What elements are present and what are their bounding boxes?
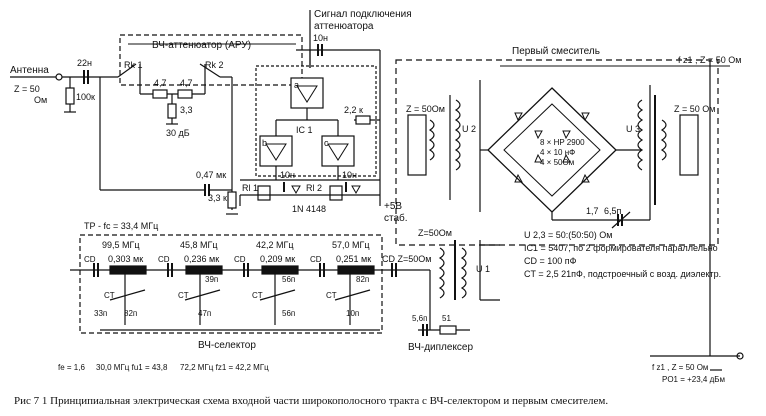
label-z50-u1: Z=50Ом: [418, 228, 452, 238]
output-connector: [736, 352, 744, 360]
label-c56b: 56п: [282, 309, 295, 318]
label-c56: 5,6п: [412, 314, 427, 323]
label-signal-1: Сигнал подключения: [314, 9, 412, 20]
label-c65: 6,5п: [604, 206, 622, 216]
label-r33: 3,3: [180, 105, 193, 115]
label-c56a: 56п: [282, 275, 295, 284]
label-c10p: 10п: [346, 309, 359, 318]
label-legend-4: CT = 2,5 21пФ, подстроечный с возд. диэл…: [524, 269, 721, 279]
label-freq-2: 72,2 МГц fz1 = 42,2 МГц: [180, 363, 269, 372]
label-u3: U 3: [626, 124, 640, 134]
label-f2: 45,8 МГц: [180, 240, 218, 250]
label-fz1: f z1 , Z = 50 Ом: [678, 55, 741, 65]
rf-selector-section: [70, 234, 420, 334]
label-c10n-top: 10н: [313, 33, 328, 43]
label-out-z: f z1 , Z = 50 Ом: [652, 363, 708, 372]
label-r22k: 2,2 к: [344, 105, 363, 115]
label-cd4: CD: [310, 255, 322, 264]
label-c82a: 82п: [356, 275, 369, 284]
label-rf-selector: ВЧ-селектор: [198, 340, 256, 351]
label-u1: U 1: [476, 264, 490, 274]
label-r100k: 100к: [76, 92, 95, 102]
label-rf-diplexer: ВЧ-диплексер: [408, 342, 473, 353]
label-f4: 57,0 МГц: [332, 240, 370, 250]
label-ct3: CT: [252, 291, 263, 300]
label-l047: 0,47 мк: [196, 170, 226, 180]
label-ic1: IC 1: [296, 125, 313, 135]
label-legend-1: U 2,3 = 50:(50:50) Ом: [524, 230, 612, 240]
label-l1: 0,303 мк: [108, 254, 143, 264]
label-freq-fe: fe = 1,6: [58, 363, 85, 372]
relay-driver-section: [239, 10, 381, 206]
diplexer-section: [418, 240, 500, 336]
label-first-mixer: Первый смеситель: [512, 46, 600, 57]
label-cd3: CD: [234, 255, 246, 264]
label-antenna-impedance-unit: Ом: [34, 95, 47, 105]
label-r47a: 4,7: [154, 78, 167, 88]
label-ic-c: c: [324, 138, 329, 148]
label-plus5v: +5В: [384, 201, 402, 212]
label-stab: стаб.: [384, 212, 408, 224]
label-z50-u3: Z = 50 Ом: [674, 104, 715, 114]
label-z50-u2: Z = 50Ом: [406, 104, 445, 114]
label-rk1: Rk 1: [124, 60, 143, 70]
label-ic-a: a: [294, 80, 299, 90]
label-diode: 1N 4148: [292, 204, 326, 214]
label-l4: 0,251 мк: [336, 254, 371, 264]
label-legend-3: CD = 100 пФ: [524, 256, 577, 266]
label-c10n-rl1: 10н: [280, 170, 295, 180]
label-ic-b: b: [262, 138, 267, 148]
label-mixer-note-1: 8 × HP 2900: [540, 138, 585, 147]
labels-layer: Антенна Z = 50 Ом 22н 100к Rk 1 Rk 2 ВЧ-…: [10, 9, 741, 384]
label-legend-2: IC1 = 5407, по 2 формирователя параллель…: [524, 243, 718, 253]
label-ct4: CT: [326, 291, 337, 300]
label-attenuator: ВЧ-аттенюатор (АРУ): [152, 40, 251, 51]
label-c10n-rl2: 10н: [342, 170, 357, 180]
label-tp: ТР - fc = 33,4 МГц: [84, 221, 158, 231]
label-c33: 33п: [94, 309, 107, 318]
label-cd-z50: CD Z=50Ом: [382, 254, 431, 264]
label-out-p: PO1 = +23,4 дБм: [662, 375, 725, 384]
label-c39: 39п: [205, 275, 218, 284]
label-rl1: Rl 1: [242, 183, 258, 193]
label-c47: 47п: [198, 309, 211, 318]
mixer-section: [395, 59, 744, 371]
label-cd1: CD: [84, 255, 96, 264]
label-rl2: Rl 2: [306, 183, 322, 193]
label-ct1: CT: [104, 291, 115, 300]
label-r51: 51: [442, 314, 451, 323]
label-f3: 42,2 МГц: [256, 240, 294, 250]
label-l3: 0,209 мк: [260, 254, 295, 264]
label-r47b: 4,7: [180, 78, 193, 88]
label-30db: 30 дБ: [166, 128, 190, 138]
label-signal-2: аттенюатора: [314, 21, 374, 32]
antenna-input-section: [10, 70, 238, 215]
label-c22n: 22н: [77, 58, 92, 68]
label-freq-1: 30,0 МГц fu1 = 43,8: [96, 363, 168, 372]
label-u2: U 2: [462, 124, 476, 134]
label-mixer-note-3: 4 × 50Ом: [540, 158, 574, 167]
label-c17: 1,7: [586, 206, 599, 216]
figure-caption: Рис 7 1 Принципиальная электрическая схе…: [14, 395, 609, 407]
label-mixer-note-2: 4 × 10 нФ: [540, 148, 575, 157]
label-f1: 99,5 МГц: [102, 240, 140, 250]
label-cd2: CD: [158, 255, 170, 264]
label-antenna: Антенна: [10, 65, 49, 76]
label-r33k: 3,3 к: [208, 193, 227, 203]
label-antenna-impedance: Z = 50: [14, 84, 40, 94]
attenuator-section: [117, 34, 303, 170]
label-l2: 0,236 мк: [184, 254, 219, 264]
label-ct2: CT: [178, 291, 189, 300]
label-rk2: Rk 2: [205, 60, 224, 70]
antenna-connector: [55, 73, 63, 81]
label-c82b: 82п: [124, 309, 137, 318]
